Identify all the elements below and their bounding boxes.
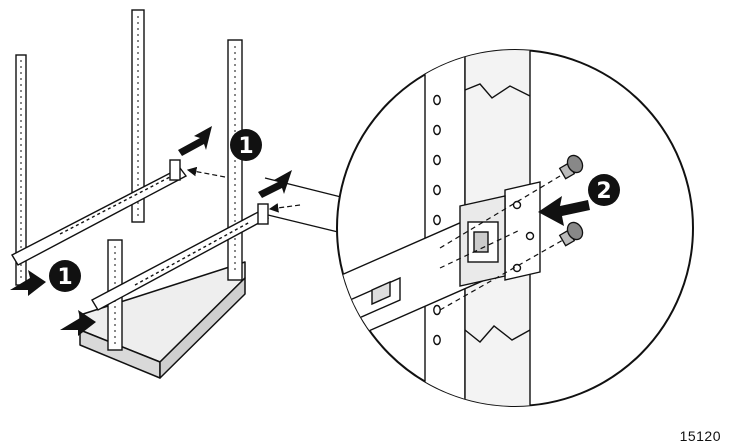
arrow-front-post [258, 170, 301, 213]
svg-text:1: 1 [57, 265, 72, 290]
rack-base [79, 261, 246, 379]
arrow-upper-rail-front [186, 166, 226, 178]
detail-screw-upper [558, 154, 584, 180]
arrow-lower-rail-front [60, 310, 96, 336]
svg-text:1: 1 [238, 134, 253, 159]
rack-post-front-right [227, 39, 243, 281]
detail-post-holes [433, 94, 441, 346]
detail-mounting-bracket [459, 181, 541, 287]
callout-step-1-upper: 1 [230, 129, 262, 161]
callout-step-1-lower: 1 [49, 260, 81, 292]
figure-id-label: 15120 [679, 428, 721, 444]
detail-leader-lines [264, 177, 346, 233]
arrow-upper-rail-rear [178, 126, 212, 156]
callout-step-2: 2 [588, 174, 620, 206]
detail-screw-lower [558, 221, 584, 247]
detail-insert-arrow [538, 196, 590, 226]
rail-lower [91, 203, 270, 311]
rack-post-rear-center [131, 9, 145, 223]
detail-magnifier [336, 49, 694, 407]
rail-upper [11, 159, 188, 266]
arrow-lower-rail-rear [10, 270, 46, 296]
svg-text:2: 2 [596, 179, 611, 204]
detail-screw-paths [439, 169, 571, 311]
